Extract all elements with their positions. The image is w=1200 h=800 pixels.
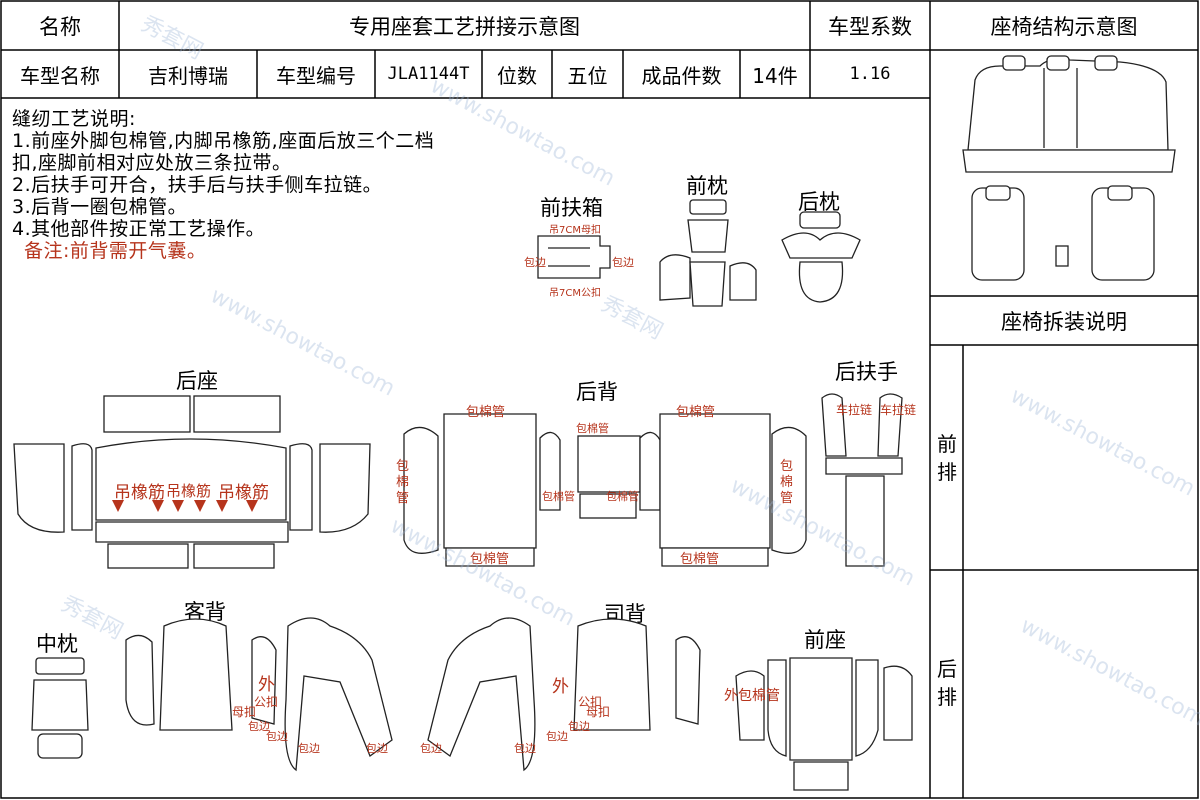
cotton-tube-label-4: 包棉管 — [542, 489, 575, 503]
cotton-tube-label-2: 包棉管 — [676, 405, 715, 420]
model-name: 吉利博瑞 — [148, 63, 228, 88]
note-4: 4.其他部件按正常工艺操作。 — [12, 218, 266, 240]
hang-female-label: 吊7CM母扣 — [549, 223, 601, 236]
rear-pillow-pattern — [781, 211, 861, 303]
cotton-tube-label-9: 棉 — [396, 475, 409, 490]
coeff-label: 车型系数 — [828, 14, 912, 39]
cotton-tube-label-7: 包棉管 — [680, 552, 719, 567]
coeff-value: 1.16 — [849, 64, 891, 84]
edge-pass-2: 包边 — [266, 730, 288, 743]
front-armbox-label: 前扶箱 — [540, 196, 603, 220]
pieces-label: 成品件数 — [641, 63, 722, 88]
front-seat-label: 前座 — [804, 628, 846, 652]
model-code-label: 车型编号 — [276, 63, 356, 88]
rubber-label-3: 吊橡筋 — [218, 483, 269, 503]
rear-back-label: 后背 — [576, 380, 618, 404]
rear-armrest-label: 后扶手 — [835, 360, 898, 384]
armbox-edge-left: 包边 — [524, 256, 546, 269]
edge-driver-4: 包边 — [514, 742, 536, 755]
note-remark: 备注:前背需开气囊。 — [24, 240, 207, 262]
cotton-tube-label-1: 包棉管 — [466, 405, 505, 420]
outer-label-pass: 外 — [258, 675, 275, 695]
rear-back-pattern — [403, 413, 807, 567]
female-buckle-driver: 母扣 — [586, 705, 610, 719]
rear-pillow-label: 后枕 — [798, 190, 840, 214]
cotton-tube-label-6: 包棉管 — [470, 552, 509, 567]
front-armbox-pattern — [537, 235, 611, 279]
zipper-label-right: 车拉链 — [880, 402, 916, 417]
front-pillow-label: 前枕 — [686, 174, 728, 198]
male-buckle-pass: 公扣 — [254, 695, 278, 709]
front-outer-cotton: 外包棉管 — [724, 687, 780, 704]
cotton-tube-label-11: 包 — [780, 459, 793, 474]
edge-pass-4: 包边 — [366, 742, 388, 755]
rubber-label-2: 吊橡筋 — [166, 482, 211, 500]
note-1b: 扣,座脚前相对应处放三条拉带。 — [12, 152, 292, 174]
note-2: 2.后扶手可开合，扶手后与扶手侧车拉链。 — [12, 174, 383, 196]
edge-pass-3: 包边 — [298, 742, 320, 755]
front-seat-pattern — [735, 657, 913, 791]
male-buckle-driver: 公扣 — [578, 695, 602, 709]
rear-seat-label: 后座 — [176, 369, 218, 393]
edge-driver-2: 包边 — [568, 720, 590, 733]
cotton-tube-label-5: 包棉管 — [606, 489, 639, 503]
seat-structure-diagram — [962, 55, 1176, 281]
model-code: JLA1144T — [387, 64, 470, 84]
sewing-notes: 缝纫工艺说明: 1.前座外脚包棉管,内脚吊橡筋,座面后放三个二档 扣,座脚前相对… — [12, 108, 434, 262]
cotton-tube-label-12: 棉 — [780, 475, 793, 490]
cotton-tube-label-13: 管 — [780, 491, 793, 506]
armbox-edge-right: 包边 — [612, 256, 634, 269]
outer-label-driver: 外 — [552, 677, 569, 697]
note-1a: 1.前座外脚包棉管,内脚吊橡筋,座面后放三个二档 — [12, 130, 435, 152]
seats-label: 位数 — [497, 63, 537, 88]
note-3: 3.后背一圈包棉管。 — [12, 196, 188, 218]
front-row-label: 前排 — [937, 432, 957, 484]
middle-pillow-label: 中枕 — [36, 632, 78, 656]
edge-driver-3: 包边 — [420, 742, 442, 755]
rear-seat-pattern — [13, 395, 371, 569]
passenger-back-pattern — [125, 617, 393, 772]
cotton-tube-label-3: 包棉管 — [576, 421, 609, 435]
pieces-value: 14件 — [752, 63, 798, 88]
female-buckle-pass: 母扣 — [232, 705, 256, 719]
cotton-tube-label-8: 包 — [396, 459, 409, 474]
model-name-label: 车型名称 — [20, 63, 100, 88]
structure-title: 座椅结构示意图 — [990, 14, 1138, 39]
seats-value: 五位 — [567, 63, 608, 88]
name-label: 名称 — [39, 14, 81, 39]
hang-male-label: 吊7CM公扣 — [549, 286, 601, 299]
cotton-tube-label-10: 管 — [396, 491, 409, 506]
rubber-arrows — [112, 500, 258, 512]
notes-heading: 缝纫工艺说明: — [12, 108, 136, 130]
zipper-label-left: 车拉链 — [836, 402, 872, 417]
driver-back-pattern — [427, 617, 701, 772]
edge-driver-1: 包边 — [546, 730, 568, 743]
disassembly-title: 座椅拆装说明 — [1001, 309, 1127, 334]
edge-pass-1: 包边 — [248, 720, 270, 733]
rear-row-label: 后排 — [937, 657, 957, 709]
sheet-title: 专用座套工艺拼接示意图 — [349, 14, 580, 39]
front-pillow-pattern — [659, 199, 757, 307]
middle-pillow-pattern — [31, 657, 89, 759]
rubber-label-1: 吊橡筋 — [114, 483, 165, 503]
rear-armrest-pattern — [821, 393, 903, 567]
